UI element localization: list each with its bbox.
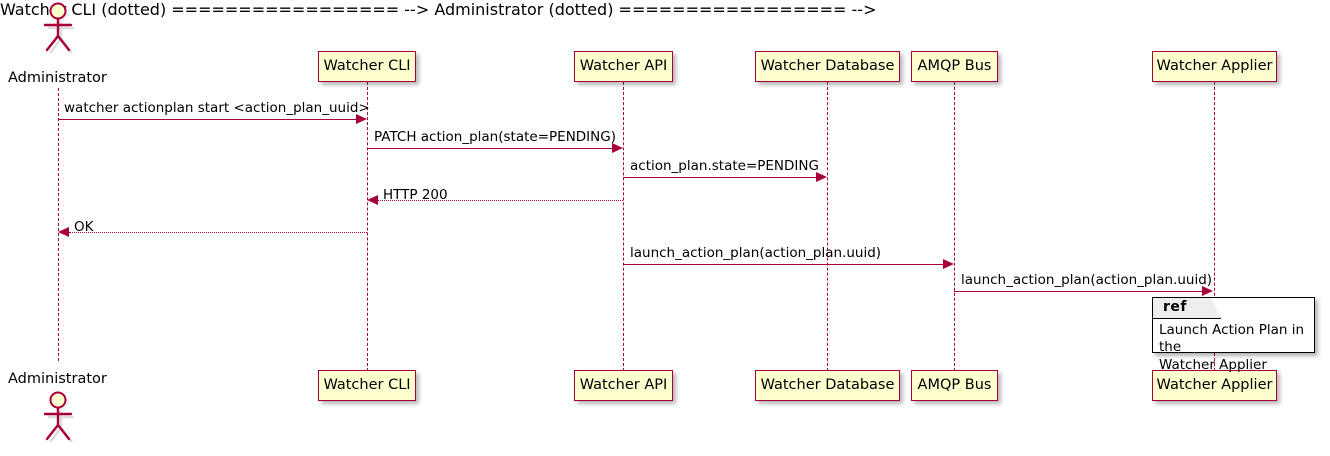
participant-amqp-bus-top[interactable]: AMQP Bus	[911, 51, 998, 82]
actor-label-top: Administrator	[8, 70, 107, 86]
participant-watcher-database-top[interactable]: Watcher Database	[755, 51, 900, 82]
participant-label: Watcher Database	[760, 58, 895, 75]
message-arrowhead-7	[1202, 286, 1213, 296]
lifeline-administrator	[58, 88, 59, 361]
participant-label: Watcher CLI	[323, 58, 411, 75]
lifeline-watcher-applier	[1214, 82, 1215, 371]
message-label-4: HTTP 200	[383, 187, 448, 203]
message-arrowhead-3	[816, 172, 827, 182]
actor-stick-figure-icon	[43, 2, 74, 54]
message-arrowhead-5	[58, 227, 69, 237]
participant-label: Watcher Database	[760, 377, 895, 394]
participant-amqp-bus-bottom[interactable]: AMQP Bus	[911, 370, 998, 401]
participant-label: Watcher Applier	[1156, 58, 1273, 75]
participant-label: Watcher API	[579, 58, 668, 75]
message-label-2: PATCH action_plan(state=PENDING)	[374, 129, 616, 145]
participant-watcher-cli-bottom[interactable]: Watcher CLI	[318, 370, 416, 401]
message-line-5	[69, 232, 367, 233]
participant-label: Watcher API	[579, 377, 668, 394]
lifeline-watcher-cli	[367, 82, 368, 371]
message-arrowhead-2	[612, 143, 623, 153]
participant-label: AMQP Bus	[917, 377, 992, 394]
message-arrowhead-4	[367, 195, 378, 205]
message-label-7: launch_action_plan(action_plan.uuid)	[961, 272, 1213, 288]
participant-watcher-api-top[interactable]: Watcher API	[574, 51, 673, 82]
ref-fragment-tab: ref	[1153, 298, 1221, 319]
message-label-5: OK	[74, 219, 94, 235]
lifeline-amqp-bus	[954, 82, 955, 371]
participant-watcher-applier-bottom[interactable]: Watcher Applier	[1152, 370, 1277, 401]
lifeline-watcher-api	[623, 82, 624, 371]
message-line-7	[954, 291, 1203, 292]
actor-administrator-top	[32, 2, 84, 54]
participant-label: AMQP Bus	[917, 58, 992, 75]
participant-watcher-api-bottom[interactable]: Watcher API	[574, 370, 673, 401]
participant-watcher-cli-top[interactable]: Watcher CLI	[318, 51, 416, 82]
message-line-4	[378, 200, 623, 201]
participant-label: Watcher Applier	[1156, 377, 1273, 394]
message-line-1	[58, 119, 358, 120]
lifeline-watcher-database	[827, 82, 828, 371]
actor-label-bottom: Administrator	[8, 371, 107, 387]
message-label-3: action_plan.state=PENDING	[630, 158, 819, 174]
ref-fragment-body: Launch Action Plan in the Watcher Applie…	[1159, 322, 1305, 373]
ref-fragment: ref Launch Action Plan in the Watcher Ap…	[1152, 297, 1315, 373]
message-line-2	[367, 148, 614, 149]
message-label-6: launch_action_plan(action_plan.uuid)	[630, 245, 882, 261]
actor-stick-figure-icon	[43, 391, 74, 443]
message-arrowhead-6	[943, 259, 954, 269]
participant-watcher-applier-top[interactable]: Watcher Applier	[1152, 51, 1277, 82]
participant-watcher-database-bottom[interactable]: Watcher Database	[755, 370, 900, 401]
actor-administrator-bottom	[32, 391, 84, 443]
message-label-1: watcher actionplan start <action_plan_uu…	[64, 100, 370, 116]
message-line-3	[623, 177, 817, 178]
message-arrowhead-1	[356, 114, 367, 124]
participant-label: Watcher CLI	[323, 377, 411, 394]
message-line-6	[623, 264, 944, 265]
